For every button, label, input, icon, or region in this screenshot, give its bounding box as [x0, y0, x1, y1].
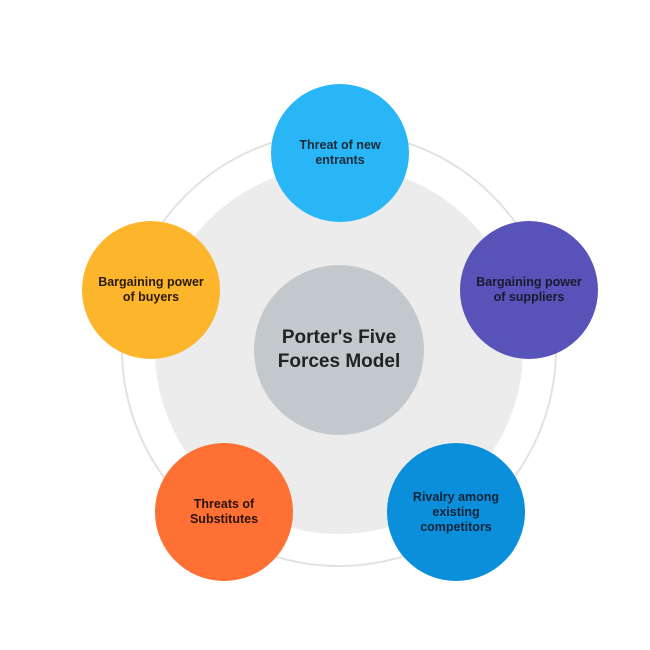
force-bargaining-power-of-suppliers: Bargaining power of suppliers [460, 221, 598, 359]
center-label: Porter's Five Forces Model [277, 327, 401, 372]
force-label: Threats of Substitutes [189, 497, 259, 526]
force-threats-of-substitutes: Threats of Substitutes [155, 443, 293, 581]
force-label: Rivalry among existing competitors [412, 489, 500, 534]
force-label: Bargaining power of suppliers [476, 275, 582, 304]
force-label: Threat of new entrants [299, 138, 381, 167]
force-threat-of-new-entrants: Threat of new entrants [271, 84, 409, 222]
center-node: Porter's Five Forces Model [254, 265, 424, 435]
force-label: Bargaining power of buyers [98, 275, 204, 304]
force-bargaining-power-of-buyers: Bargaining power of buyers [82, 221, 220, 359]
force-rivalry-among-existing-competitors: Rivalry among existing competitors [387, 443, 525, 581]
